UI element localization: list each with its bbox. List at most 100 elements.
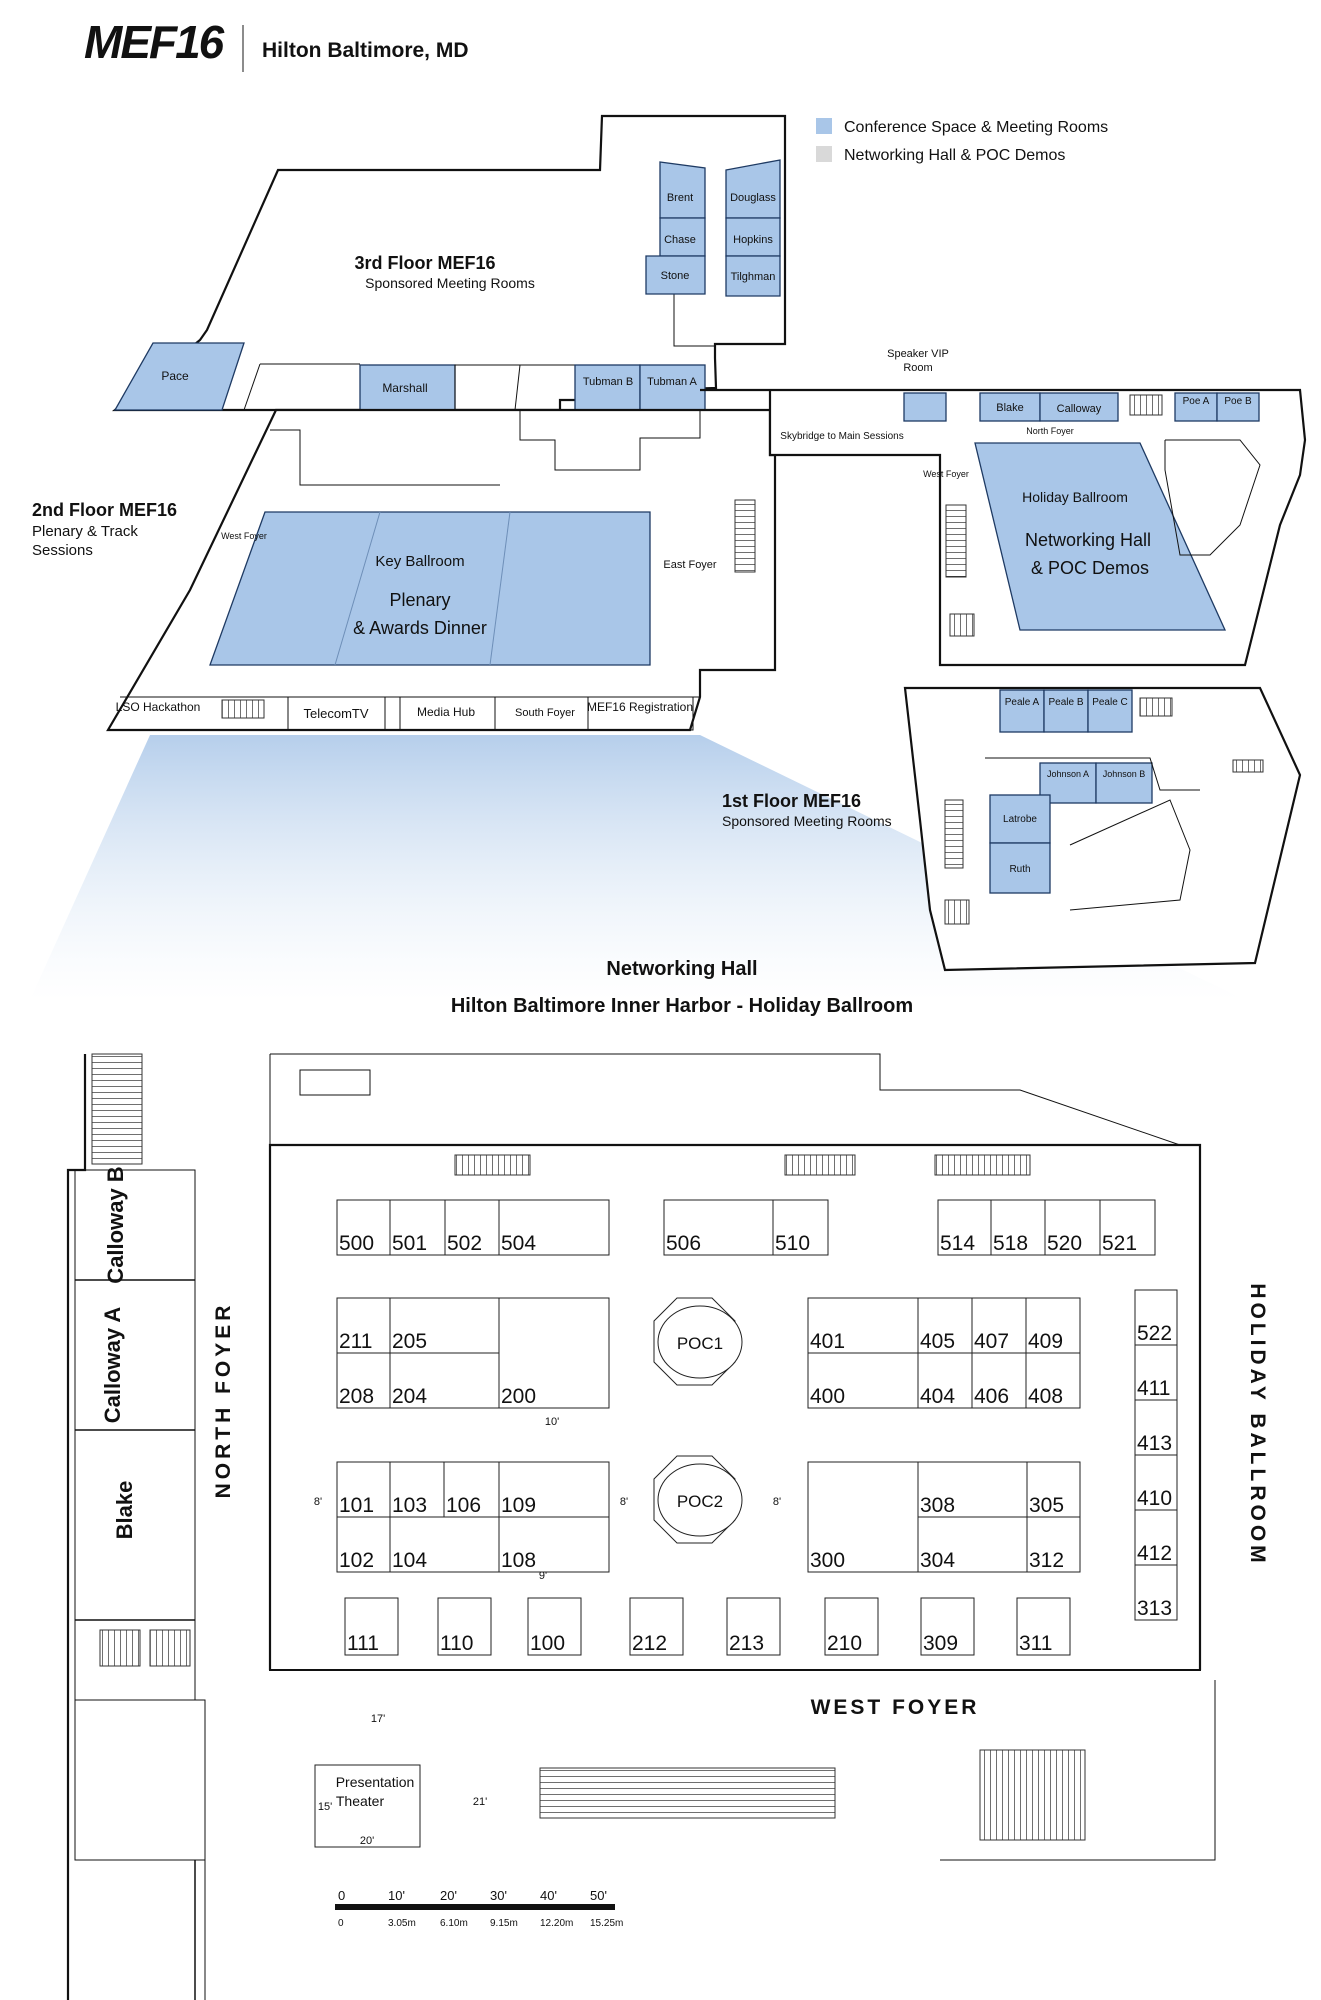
poc1-table[interactable]: [657, 1305, 743, 1379]
label-south-foyer: South Foyer: [515, 707, 575, 719]
booth-520[interactable]: 520: [1044, 1199, 1101, 1256]
booth-412[interactable]: 412: [1134, 1509, 1178, 1566]
booth-309[interactable]: 309: [920, 1597, 975, 1656]
booth-305[interactable]: 305: [1026, 1461, 1081, 1518]
booth-510[interactable]: 510: [772, 1199, 829, 1256]
booth-number: 300: [810, 1549, 845, 1572]
booth-413[interactable]: 413: [1134, 1399, 1178, 1456]
booth-521[interactable]: 521: [1099, 1199, 1156, 1256]
networking-hall-heading: Networking Hall Hilton Baltimore Inner H…: [451, 958, 913, 1017]
dim-17: 17': [371, 1713, 385, 1725]
booth-522[interactable]: 522: [1134, 1289, 1178, 1346]
booth-102[interactable]: 102: [336, 1516, 391, 1573]
booth-outline: [807, 1352, 919, 1409]
booth-number: 506: [666, 1232, 701, 1255]
booth-106[interactable]: 106: [443, 1461, 500, 1518]
booth-111[interactable]: 111: [344, 1597, 399, 1656]
booth-205[interactable]: 205: [389, 1297, 500, 1354]
scale-meter-label: 15.25m: [590, 1918, 623, 1929]
dim-21: 21': [473, 1796, 487, 1808]
label-west-foyer: WEST FOYER: [811, 1696, 980, 1719]
scale-feet-label: 30': [490, 1888, 507, 1903]
booth-number: 522: [1137, 1322, 1172, 1345]
third-floor-subtitle: Sponsored Meeting Rooms: [365, 275, 535, 291]
legend: Conference Space & Meeting Rooms Network…: [816, 118, 1108, 164]
booth-108[interactable]: 108: [498, 1516, 610, 1573]
poc2-table[interactable]: [657, 1463, 743, 1537]
booth-504[interactable]: 504: [498, 1199, 610, 1256]
booth-212[interactable]: 212: [629, 1597, 684, 1656]
booth-313[interactable]: 313: [1134, 1564, 1178, 1621]
booth-outline: [389, 1199, 446, 1256]
booth-outline: [444, 1199, 500, 1256]
booth-outline: [937, 1199, 992, 1256]
booth-208[interactable]: 208: [336, 1352, 391, 1409]
label-networking-hall: Networking Hall: [1025, 530, 1151, 550]
booth-401[interactable]: 401: [807, 1297, 919, 1354]
booth-311[interactable]: 311: [1016, 1597, 1071, 1656]
booth-number: 213: [729, 1632, 764, 1655]
booth-211[interactable]: 211: [336, 1297, 391, 1354]
label-chase: Chase: [664, 234, 696, 246]
booth-110[interactable]: 110: [437, 1597, 492, 1656]
booth-405[interactable]: 405: [917, 1297, 973, 1354]
booth-304[interactable]: 304: [917, 1516, 1028, 1573]
room-latrobe: [989, 794, 1051, 844]
booth-outline: [527, 1597, 582, 1656]
booth-outline: [772, 1199, 829, 1256]
booth-200[interactable]: 200: [498, 1297, 610, 1409]
booth-number: 204: [392, 1385, 427, 1408]
booth-406[interactable]: 406: [971, 1352, 1027, 1409]
booth-506[interactable]: 506: [663, 1199, 774, 1256]
hall-subtitle: Hilton Baltimore Inner Harbor - Holiday …: [451, 995, 913, 1017]
booth-502[interactable]: 502: [444, 1199, 500, 1256]
dim-aisle-8c: 8': [773, 1496, 781, 1508]
booth-number: 510: [775, 1232, 810, 1255]
booth-500[interactable]: 500: [336, 1199, 391, 1256]
booth-outline: [336, 1516, 391, 1573]
booth-210[interactable]: 210: [824, 1597, 879, 1656]
restroom-block: [299, 1069, 371, 1096]
booth-213[interactable]: 213: [726, 1597, 781, 1656]
booth-411[interactable]: 411: [1134, 1344, 1178, 1401]
booth-outline: [663, 1199, 774, 1256]
booth-109[interactable]: 109: [498, 1461, 610, 1518]
booth-501[interactable]: 501: [389, 1199, 446, 1256]
dim-aisle-8a: 8': [314, 1496, 322, 1508]
booth-407[interactable]: 407: [971, 1297, 1027, 1354]
label-tubman-b: Tubman B: [583, 376, 633, 388]
booth-204[interactable]: 204: [389, 1352, 500, 1409]
booth-409[interactable]: 409: [1025, 1297, 1081, 1354]
1f-stairs-right: [1232, 759, 1264, 773]
booth-514[interactable]: 514: [937, 1199, 992, 1256]
booth-number: 312: [1029, 1549, 1064, 1572]
booth-400[interactable]: 400: [807, 1352, 919, 1409]
presentation-theater: [314, 1764, 421, 1848]
holiday-ballroom: [974, 442, 1227, 631]
service-door-1: [454, 1154, 531, 1176]
room-media-hub: [399, 696, 496, 731]
booth-408[interactable]: 408: [1025, 1352, 1081, 1409]
booth-518[interactable]: 518: [990, 1199, 1046, 1256]
west-foyer-right-wall: [940, 1680, 1216, 1861]
poc2-area: POC2: [653, 1455, 743, 1544]
2f-stairs: [221, 699, 265, 719]
booth-101[interactable]: 101: [336, 1461, 391, 1518]
booth-308[interactable]: 308: [917, 1461, 1028, 1518]
booth-404[interactable]: 404: [917, 1352, 973, 1409]
legend-label-networking: Networking Hall & POC Demos: [844, 147, 1065, 164]
booth-312[interactable]: 312: [1026, 1516, 1081, 1573]
connector-service-area: [1164, 439, 1261, 556]
booth-410[interactable]: 410: [1134, 1454, 1178, 1511]
booth-number: 410: [1137, 1487, 1172, 1510]
booth-number: 109: [501, 1494, 536, 1517]
booth-300[interactable]: 300: [807, 1461, 919, 1573]
booth-100[interactable]: 100: [527, 1597, 582, 1656]
booth-103[interactable]: 103: [389, 1461, 445, 1518]
booth-104[interactable]: 104: [389, 1516, 500, 1573]
room-peale-c: [1087, 689, 1133, 733]
booth-outline: [498, 1461, 610, 1518]
booth-number: 413: [1137, 1432, 1172, 1455]
room-calloway-connector: [1039, 392, 1119, 422]
